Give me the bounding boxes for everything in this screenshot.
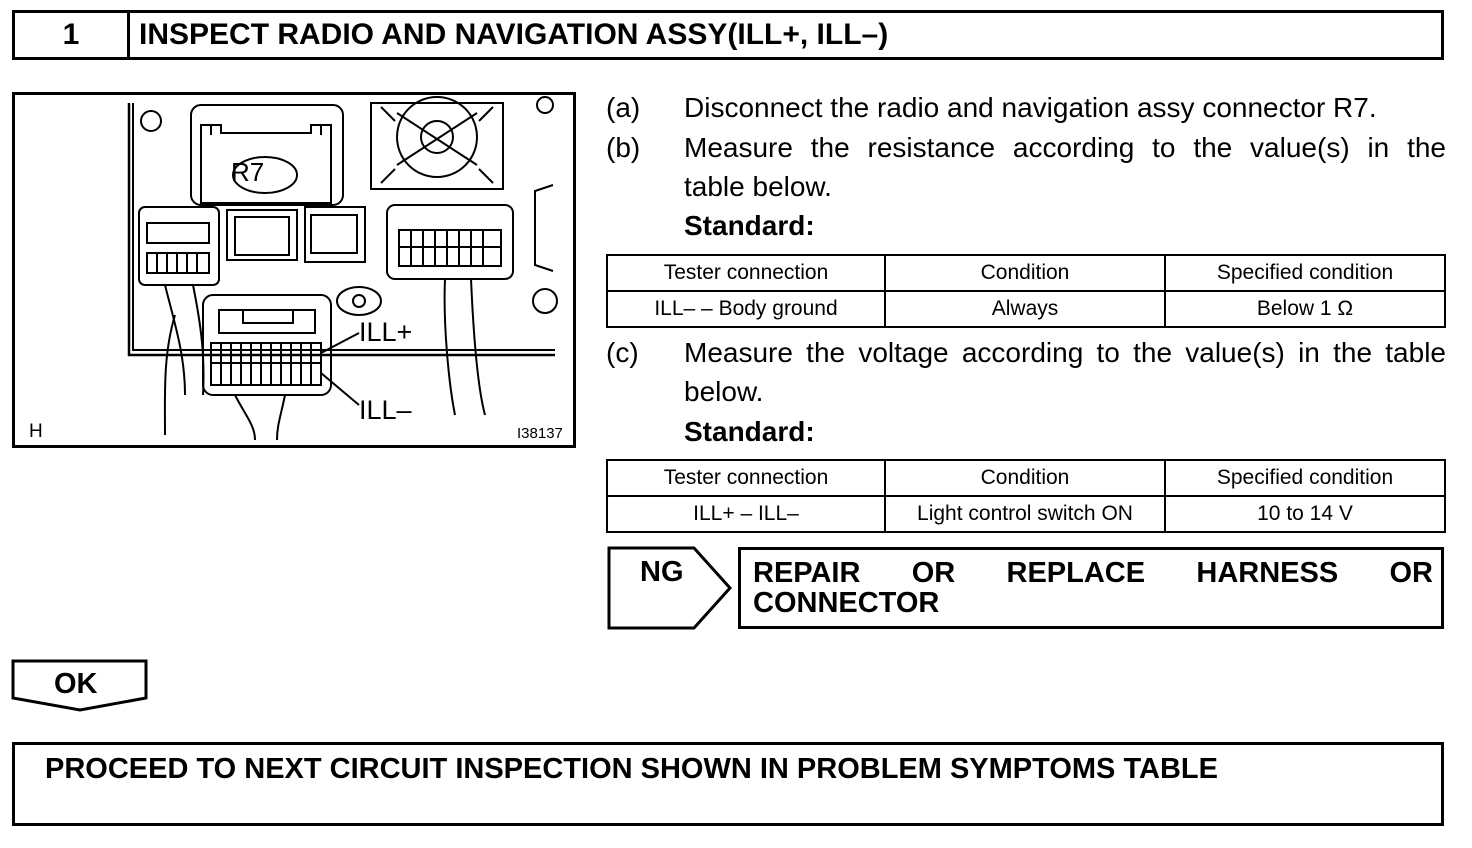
step-a-marker: (a) — [606, 92, 641, 123]
ng-label: NG — [640, 556, 684, 588]
step-b-line1: Measure the resistance according to the … — [684, 132, 1446, 163]
table-header-cell: Condition — [884, 459, 1166, 497]
table-header-cell: Tester connection — [606, 459, 886, 497]
table-header-cell: Specified condition — [1164, 254, 1446, 292]
ok-arrow-icon — [11, 659, 148, 712]
step-number: 1 — [15, 13, 130, 57]
table-header-cell: Specified condition — [1164, 459, 1446, 497]
figure-code: I38137 — [517, 425, 563, 442]
step-b-marker: (b) — [606, 132, 641, 163]
step-c-line1: Measure the voltage according to the val… — [684, 337, 1446, 368]
pin-label-ill-plus: ILL+ — [359, 317, 413, 347]
step-c-standard: Standard: — [684, 416, 815, 447]
ng-word: HARNESS — [1196, 557, 1339, 589]
ng-word: REPLACE — [1006, 557, 1146, 589]
table-cell: Light control switch ON — [884, 495, 1166, 533]
table-header-row: Tester connection Condition Specified co… — [606, 254, 1446, 292]
step-b-standard: Standard: — [684, 210, 815, 241]
step-c-marker: (c) — [606, 337, 639, 368]
table-header-row: Tester connection Condition Specified co… — [606, 459, 1446, 497]
ng-action-line1: REPAIR OR REPLACE HARNESS OR — [753, 558, 1433, 588]
step-header: 1 INSPECT RADIO AND NAVIGATION ASSY(ILL+… — [12, 10, 1444, 60]
table-cell: ILL+ – ILL– — [606, 495, 886, 533]
table-header-cell: Condition — [884, 254, 1166, 292]
resistance-spec-table: Tester connection Condition Specified co… — [606, 254, 1446, 328]
next-step-text: PROCEED TO NEXT CIRCUIT INSPECTION SHOWN… — [45, 753, 1218, 785]
ok-label: OK — [54, 668, 98, 700]
table-cell: ILL– – Body ground — [606, 290, 886, 328]
ng-word: OR — [911, 557, 956, 589]
table-cell: Always — [884, 290, 1166, 328]
step-a-text: Disconnect the radio and navigation assy… — [684, 92, 1377, 123]
voltage-spec-table: Tester connection Condition Specified co… — [606, 459, 1446, 533]
next-step-box: PROCEED TO NEXT CIRCUIT INSPECTION SHOWN… — [12, 742, 1444, 826]
connector-figure: R7 ILL+ ILL– H I38137 — [12, 92, 576, 448]
table-row: ILL+ – ILL– Light control switch ON 10 t… — [606, 495, 1446, 533]
ng-action-box: REPAIR OR REPLACE HARNESS OR CONNECTOR — [738, 547, 1444, 629]
table-cell: Below 1 Ω — [1164, 290, 1446, 328]
connector-illustration — [127, 96, 558, 441]
step-b-line2: table below. — [684, 171, 832, 202]
ill-minus-leader — [320, 372, 360, 406]
table-cell: 10 to 14 V — [1164, 495, 1446, 533]
ng-arrow-icon — [607, 546, 733, 630]
table-row: ILL– – Body ground Always Below 1 Ω — [606, 290, 1446, 328]
ng-action-line2: CONNECTOR — [753, 587, 940, 619]
step-title: INSPECT RADIO AND NAVIGATION ASSY(ILL+, … — [139, 18, 889, 51]
figure-corner-letter: H — [29, 421, 43, 442]
table-header-cell: Tester connection — [606, 254, 886, 292]
ng-word: REPAIR — [753, 557, 861, 589]
step-c-line2: below. — [684, 376, 764, 407]
r7-label-oval — [232, 156, 298, 194]
ng-word: OR — [1389, 557, 1434, 589]
pin-label-ill-minus: ILL– — [359, 395, 412, 425]
connector-label-r7: R7 — [231, 157, 265, 187]
ill-plus-leader — [320, 332, 360, 354]
